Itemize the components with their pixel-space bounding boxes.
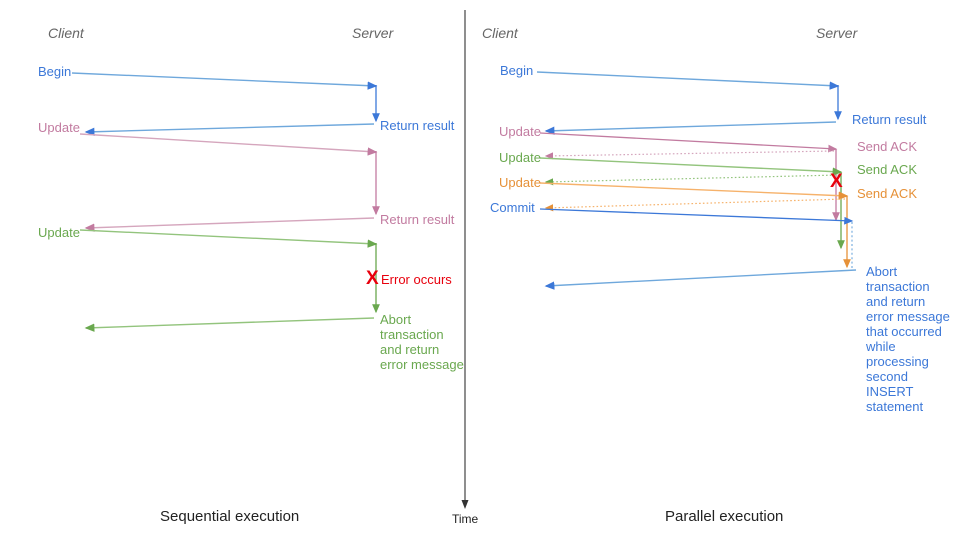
arrow-right-begin [536,71,840,90]
arrow-right-ack-1 [544,150,835,160]
arrow-right-update-1 [539,132,838,153]
right-server-header: Server [816,25,858,41]
right-label-commit: Commit [490,200,535,215]
left-client-header: Client [48,25,84,41]
arrow-right-abort [544,269,857,290]
right-client-header: Client [482,25,518,41]
arrow-right-commit [539,208,854,225]
arrow-right-ack-3 [544,198,846,212]
panel-divider [461,10,469,509]
left-label-return-result-1: Return result [380,118,455,133]
arrow-left-abort [84,317,375,332]
arrow-left-update-2 [79,229,378,248]
left-error-x-icon: X [366,268,379,289]
arrow-left-update-1 [79,133,378,156]
arrow-right-ack-2 [544,174,840,186]
left-label-update-1: Update [38,120,80,135]
arrow-left-return-2 [84,217,375,232]
right-panel-caption: Parallel execution [665,508,784,525]
left-panel-arrows [71,72,380,332]
right-label-send-ack-3: Send ACK [857,186,917,201]
arrow-left-return-1 [84,123,375,136]
left-label-error-occurs: Error occurs [381,272,452,287]
right-label-update-2: Update [499,150,541,165]
arrow-right-update-3 [539,182,849,200]
arrow-right-return-result [544,121,837,135]
right-label-send-ack-1: Send ACK [857,139,917,154]
right-label-return-result: Return result [852,112,927,127]
right-error-x-icon: X [830,171,843,192]
right-panel-arrows [536,71,857,290]
arrow-right-update-2 [539,157,843,176]
right-label-update-1: Update [499,124,541,139]
left-server-header: Server [352,25,394,41]
left-label-begin: Begin [38,64,72,79]
time-axis-label: Time [452,512,479,526]
right-label-send-ack-2: Send ACK [857,162,917,177]
left-label-update-2: Update [38,225,80,240]
right-label-begin: Begin [500,63,534,78]
arrow-left-begin [71,72,378,90]
left-label-return-result-2: Return result [380,212,455,227]
left-panel-caption: Sequential execution [160,508,300,525]
right-label-update-3: Update [499,175,541,190]
